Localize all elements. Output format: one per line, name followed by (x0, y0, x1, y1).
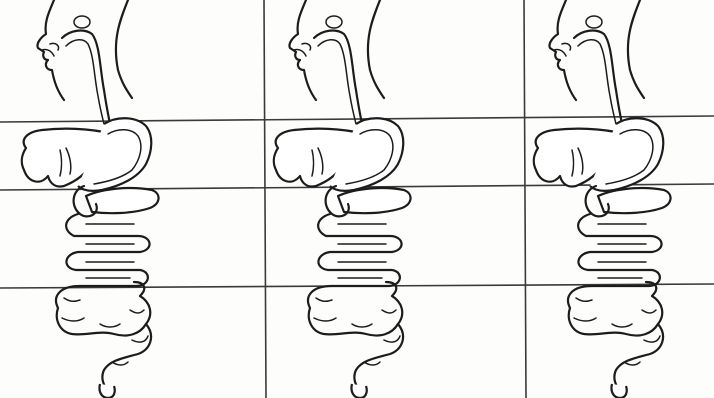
digestive-system-diagram-2 (274, 0, 411, 398)
grid-column-line-2 (524, 0, 526, 398)
digestive-system-diagram-1 (22, 0, 159, 398)
digestive-system-diagram-3 (534, 0, 671, 398)
grid-column-line-1 (264, 0, 266, 398)
